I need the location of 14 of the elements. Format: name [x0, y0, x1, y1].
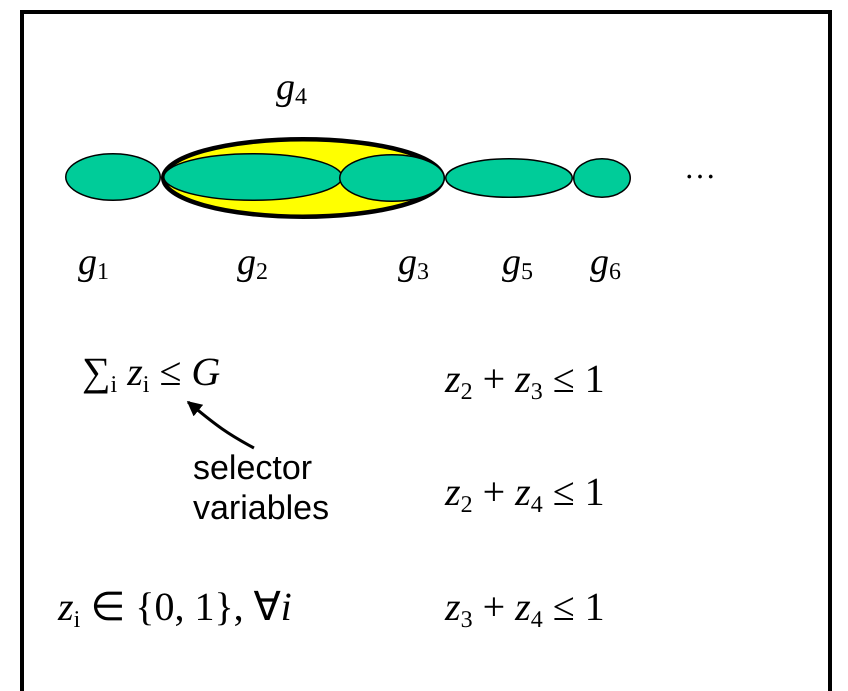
formula: ∑$_{i}$ z$_{i}$ ≤ G: [82, 350, 220, 399]
group-label: g$_{3}$: [398, 243, 429, 284]
formula: z$_{2}$ + z$_{3}$ ≤ 1: [445, 357, 605, 406]
group-label: g$_{2}$: [237, 243, 268, 284]
group-label: g$_{1}$: [78, 243, 109, 284]
formula: z$_{2}$ + z$_{4}$ ≤ 1: [445, 470, 605, 519]
ellipsis: …: [684, 150, 716, 186]
group-label: g$_{4}$: [276, 68, 307, 109]
formula: z$_{i}$ ∈ {0, 1}, ∀i: [58, 585, 292, 634]
group-label: g$_{5}$: [502, 243, 533, 284]
group-label: g$_{6}$: [590, 243, 621, 284]
annotation-text: selector variables: [193, 448, 330, 528]
leader-arrow: [186, 400, 255, 450]
formula: z$_{3}$ + z$_{4}$ ≤ 1: [445, 585, 605, 634]
